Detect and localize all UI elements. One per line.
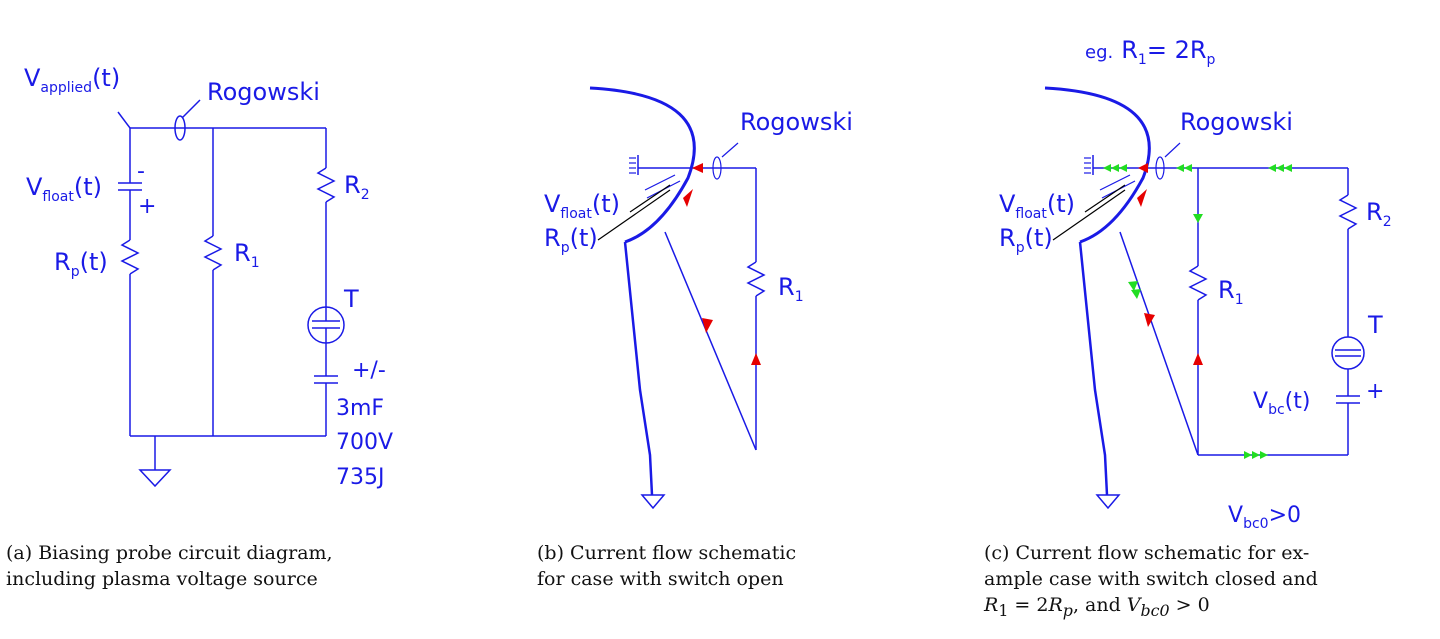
- svg-text:Vfloat(t): Vfloat(t): [999, 190, 1075, 222]
- r1-resistor: [746, 261, 766, 297]
- v-applied-leader: [117, 111, 131, 129]
- panel-b-arrows: [683, 163, 761, 365]
- panel-c-plus: +: [1366, 379, 1384, 404]
- panel-c-rogowski-label: Rogowski: [1180, 108, 1293, 136]
- sheath-source-1: [1099, 174, 1131, 191]
- rp-resistor: [120, 239, 140, 275]
- arrow-green-4: [1176, 164, 1184, 172]
- plasma-boundary: [1044, 86, 1151, 244]
- return-path: [1119, 231, 1199, 456]
- arrow-green-down: [1193, 214, 1203, 223]
- arrow-green-diag-1: [1128, 281, 1138, 291]
- arrow-green-1: [1103, 164, 1111, 172]
- panel-a-plus: +: [138, 194, 156, 219]
- panel-c-equation: eg.R1= 2Rp: [1085, 36, 1216, 68]
- r2-resistor: [1338, 194, 1358, 230]
- rogowski-leader: [1164, 142, 1181, 158]
- rogowski-coil: [712, 156, 722, 180]
- arrow-red-left: [1138, 163, 1148, 173]
- arrow-green-5: [1184, 164, 1192, 172]
- return-path: [664, 231, 757, 451]
- panel-c-schematic: [1044, 86, 1365, 510]
- arrow-red-diagonal: [702, 318, 713, 333]
- svg-text:Vfloat(t): Vfloat(t): [544, 190, 620, 222]
- arrow-green-3: [1119, 164, 1127, 172]
- panel-a-t-label: T: [343, 285, 359, 313]
- svg-text:R1: R1: [234, 239, 260, 271]
- sheath-source-1: [644, 174, 676, 191]
- svg-text:Rp(t): Rp(t): [54, 248, 108, 280]
- vessel-wall: [1078, 241, 1109, 496]
- panel-a-labels: Vapplied(t) Rogowski Vfloat(t) - + Rp(t)…: [24, 64, 393, 490]
- arrow-red-up: [751, 353, 761, 365]
- svg-text:R1: R1: [1218, 276, 1244, 308]
- rogowski-leader: [181, 99, 201, 119]
- svg-text:Rp(t): Rp(t): [999, 224, 1053, 256]
- panel-a-cap-value: 3mF: [336, 396, 384, 421]
- svg-text:Vfloat(t): Vfloat(t): [26, 173, 102, 205]
- r2-resistor: [316, 167, 336, 203]
- arrow-green-bottom-3: [1260, 451, 1268, 459]
- caption-a: (a) Biasing probe circuit diagram, inclu…: [6, 542, 333, 590]
- panel-a-cap-voltage: 700V: [336, 430, 393, 455]
- figure-diagrams: Vapplied(t) Rogowski Vfloat(t) - + Rp(t)…: [24, 36, 1392, 532]
- rogowski-leader: [721, 142, 739, 158]
- svg-text:R2: R2: [344, 171, 370, 203]
- svg-text:Vapplied(t): Vapplied(t): [24, 64, 120, 96]
- arrow-green-2: [1111, 164, 1119, 172]
- svg-text:Vbc0>0: Vbc0>0: [1228, 503, 1301, 532]
- caption-b: (b) Current flow schematic for case with…: [537, 542, 797, 590]
- arrow-green-7: [1276, 164, 1284, 172]
- plasma-boundary: [589, 86, 696, 244]
- r1-resistor: [203, 235, 223, 271]
- arrow-red-left: [692, 163, 703, 173]
- panel-a-cap-energy: 735J: [336, 465, 384, 490]
- panel-c-labels: eg.R1= 2Rp Rogowski Vfloat(t) Rp(t) R1 R…: [999, 36, 1392, 532]
- vessel-wall: [623, 241, 654, 496]
- arrow-red-probe: [1137, 189, 1147, 207]
- arrow-red-diagonal: [1144, 313, 1155, 327]
- rogowski-coil: [174, 115, 186, 141]
- ground-symbol: [1095, 494, 1121, 510]
- arrow-green-bottom-1: [1244, 451, 1252, 459]
- arrow-red-up: [1193, 353, 1203, 365]
- thyristor-t: [1331, 336, 1365, 370]
- panel-a-minus: -: [137, 159, 145, 184]
- svg-text:Vbc(t): Vbc(t): [1253, 389, 1310, 418]
- r1-resistor: [1188, 265, 1208, 301]
- panel-a-rogowski-label: Rogowski: [207, 78, 320, 106]
- caption-c: (c) Current flow schematic for ex- ample…: [984, 542, 1318, 620]
- panel-a-cap-pm: +/-: [352, 358, 386, 383]
- svg-text:R2: R2: [1366, 198, 1392, 230]
- panel-b-schematic: [589, 86, 766, 510]
- ground-symbol: [640, 494, 666, 510]
- arrow-green-6: [1268, 164, 1276, 172]
- panel-c-t-label: T: [1367, 311, 1383, 339]
- svg-text:Rp(t): Rp(t): [544, 224, 598, 256]
- arrow-green-bottom-2: [1252, 451, 1260, 459]
- arrow-red-probe: [683, 189, 693, 207]
- rogowski-coil: [1155, 156, 1165, 180]
- panel-a-circuit: [117, 99, 345, 488]
- panel-c-arrows: [1103, 163, 1292, 459]
- ground-symbol: [138, 469, 172, 488]
- svg-text:R1: R1: [778, 273, 804, 305]
- panel-b-labels: Rogowski Vfloat(t) Rp(t) R1: [544, 108, 853, 305]
- panel-b-rogowski-label: Rogowski: [740, 108, 853, 136]
- arrow-green-diag-2: [1131, 289, 1141, 299]
- arrow-green-8: [1284, 164, 1292, 172]
